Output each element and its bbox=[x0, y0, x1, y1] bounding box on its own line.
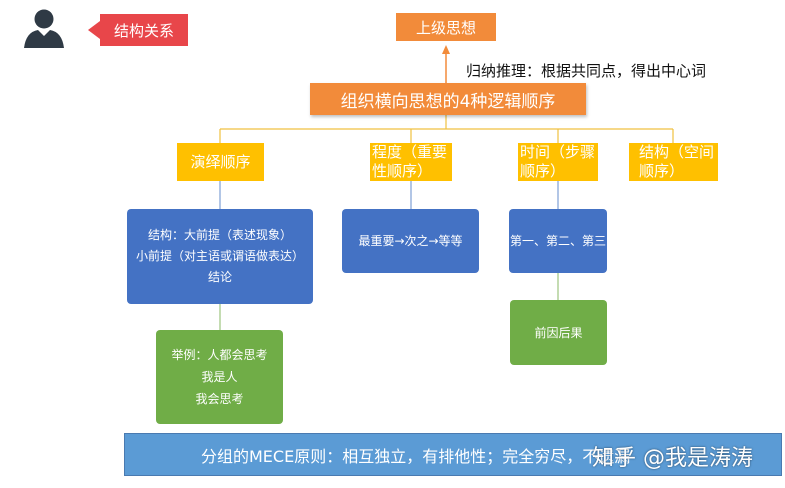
mece-footer: 分组的MECE原则：相互独立，有排他性；完全穷尽，不遗漏 bbox=[124, 433, 782, 476]
example-line-2: 我是人 bbox=[201, 370, 238, 384]
deduction-box: 结构：大前提（表述现象） 小前提（对主语或谓语做表达） 结论 bbox=[127, 209, 313, 304]
category-deduction: 演绎顺序 bbox=[177, 143, 264, 181]
avatar-icon bbox=[24, 9, 64, 48]
induction-caption: 归纳推理：根据共同点，得出中心词 bbox=[466, 62, 707, 80]
deduction-line-3: 结论 bbox=[207, 270, 232, 284]
category-degree: 程度（重要性顺序） bbox=[370, 143, 452, 181]
degree-box: 最重要→次之→等等 bbox=[342, 209, 479, 273]
deduction-line-1: 结构：大前提（表述现象） bbox=[147, 228, 292, 242]
deduction-example-box: 举例：人都会思考 我是人 我会思考 bbox=[156, 330, 283, 424]
example-line-3: 我会思考 bbox=[195, 392, 244, 406]
top-node: 上级思想 bbox=[396, 13, 496, 41]
tag-pointer bbox=[88, 21, 100, 39]
time-box: 第一、第二、第三 bbox=[509, 209, 607, 273]
category-time: 时间（步骤顺序） bbox=[518, 143, 598, 181]
time-sub-box: 前因后果 bbox=[510, 300, 607, 365]
category-structure: 结构（空间顺序） bbox=[629, 143, 718, 181]
main-node: 组织横向思想的4种逻辑顺序 bbox=[310, 83, 586, 115]
example-line-1: 举例：人都会思考 bbox=[171, 348, 268, 362]
deduction-line-2: 小前提（对主语或谓语做表达） bbox=[135, 249, 304, 263]
section-tag: 结构关系 bbox=[100, 14, 188, 46]
watermark: 知乎 @我是涛涛 bbox=[592, 446, 753, 471]
